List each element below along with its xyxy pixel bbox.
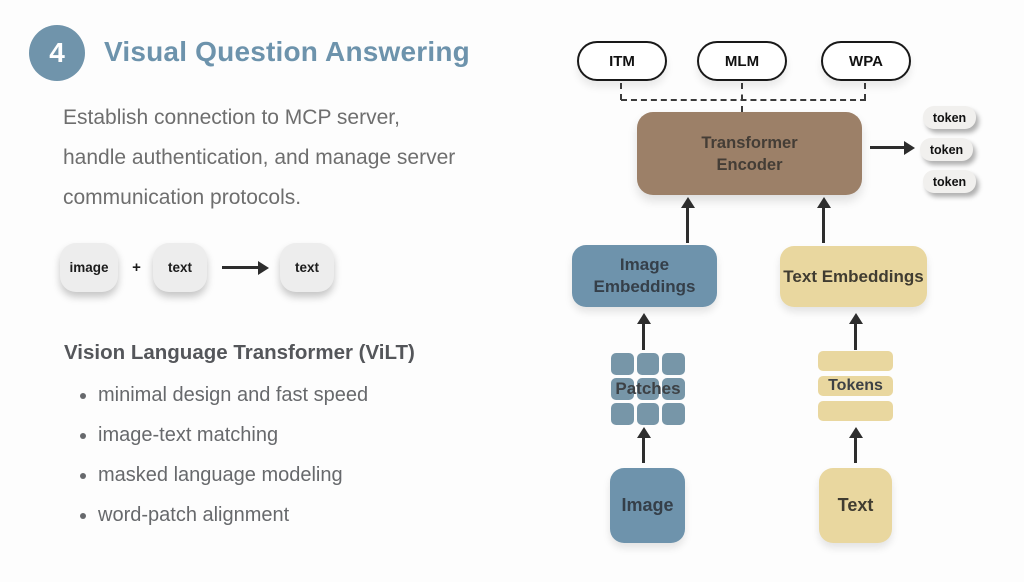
- description-line: communication protocols.: [63, 186, 302, 209]
- flow-arrow-up: [686, 207, 689, 243]
- dashed-connector: [621, 99, 866, 101]
- dashed-connector: [741, 83, 743, 112]
- transformer-encoder-box: Transformer Encoder: [637, 112, 862, 195]
- list-item: word-patch alignment: [98, 502, 368, 528]
- dashed-connector: [864, 83, 866, 100]
- image-embeddings-box: Image Embeddings: [572, 245, 717, 307]
- right-arrow-icon: [222, 266, 260, 269]
- plus-sign: +: [132, 259, 141, 276]
- encoder-label-line: Transformer: [701, 133, 798, 152]
- patch-square: [662, 403, 685, 425]
- image-input-label: Image: [621, 495, 674, 515]
- patch-square: [611, 378, 634, 400]
- flow-arrow-up: [854, 437, 857, 463]
- token-bars: Tokens: [818, 351, 893, 421]
- output-token-pill: token: [920, 138, 973, 161]
- output-token-pill: token: [923, 170, 976, 193]
- wpa-head-pill: WPA: [821, 41, 911, 81]
- list-item: minimal design and fast speed: [98, 382, 368, 408]
- vilt-feature-list: minimal design and fast speed image-text…: [98, 382, 368, 542]
- flow-arrow-up: [854, 323, 857, 350]
- image-embeddings-label-line: Image: [619, 255, 670, 274]
- flow-arrow-up: [642, 437, 645, 463]
- patch-square: [662, 353, 685, 375]
- list-item: masked language modeling: [98, 462, 368, 488]
- patch-square: [611, 403, 634, 425]
- vilt-subheading: Vision Language Transformer (ViLT): [64, 341, 415, 364]
- step-number-badge: 4: [29, 25, 85, 81]
- description-paragraph: Establish connection to MCP server, hand…: [63, 98, 455, 218]
- encoder-output-arrow: [870, 146, 906, 149]
- text-embeddings-box: Text Embeddings: [780, 246, 927, 307]
- patch-square: [662, 378, 685, 400]
- flow-arrow-up: [822, 207, 825, 243]
- list-item: image-text matching: [98, 422, 368, 448]
- patches-grid: [611, 353, 685, 425]
- image-input-pill: image: [60, 243, 118, 292]
- token-bar: [818, 351, 893, 371]
- mlm-head-pill: MLM: [697, 41, 787, 81]
- description-line: Establish connection to MCP server,: [63, 106, 400, 129]
- page-title: Visual Question Answering: [104, 36, 470, 67]
- token-bar-labeled: Tokens: [818, 376, 893, 396]
- itm-head-pill: ITM: [577, 41, 667, 81]
- text-output-pill: text: [280, 243, 334, 292]
- patch-square: [611, 353, 634, 375]
- encoder-label-line: Encoder: [716, 155, 783, 174]
- image-input-box: Image: [610, 468, 685, 543]
- token-bar: [818, 401, 893, 421]
- flow-arrow-up: [642, 323, 645, 350]
- description-line: handle authentication, and manage server: [63, 146, 456, 169]
- image-embeddings-label-line: Embeddings: [593, 277, 696, 296]
- patch-square: [636, 378, 660, 400]
- text-input-box: Text: [819, 468, 892, 543]
- output-token-pill: token: [923, 106, 976, 129]
- text-input-label: Text: [837, 495, 874, 515]
- text-input-pill: text: [153, 243, 207, 292]
- patch-square: [636, 403, 660, 425]
- text-embeddings-label: Text Embeddings: [783, 266, 924, 286]
- patches-label: Patches: [615, 379, 681, 398]
- patch-square: [636, 353, 660, 375]
- dashed-connector: [620, 83, 622, 100]
